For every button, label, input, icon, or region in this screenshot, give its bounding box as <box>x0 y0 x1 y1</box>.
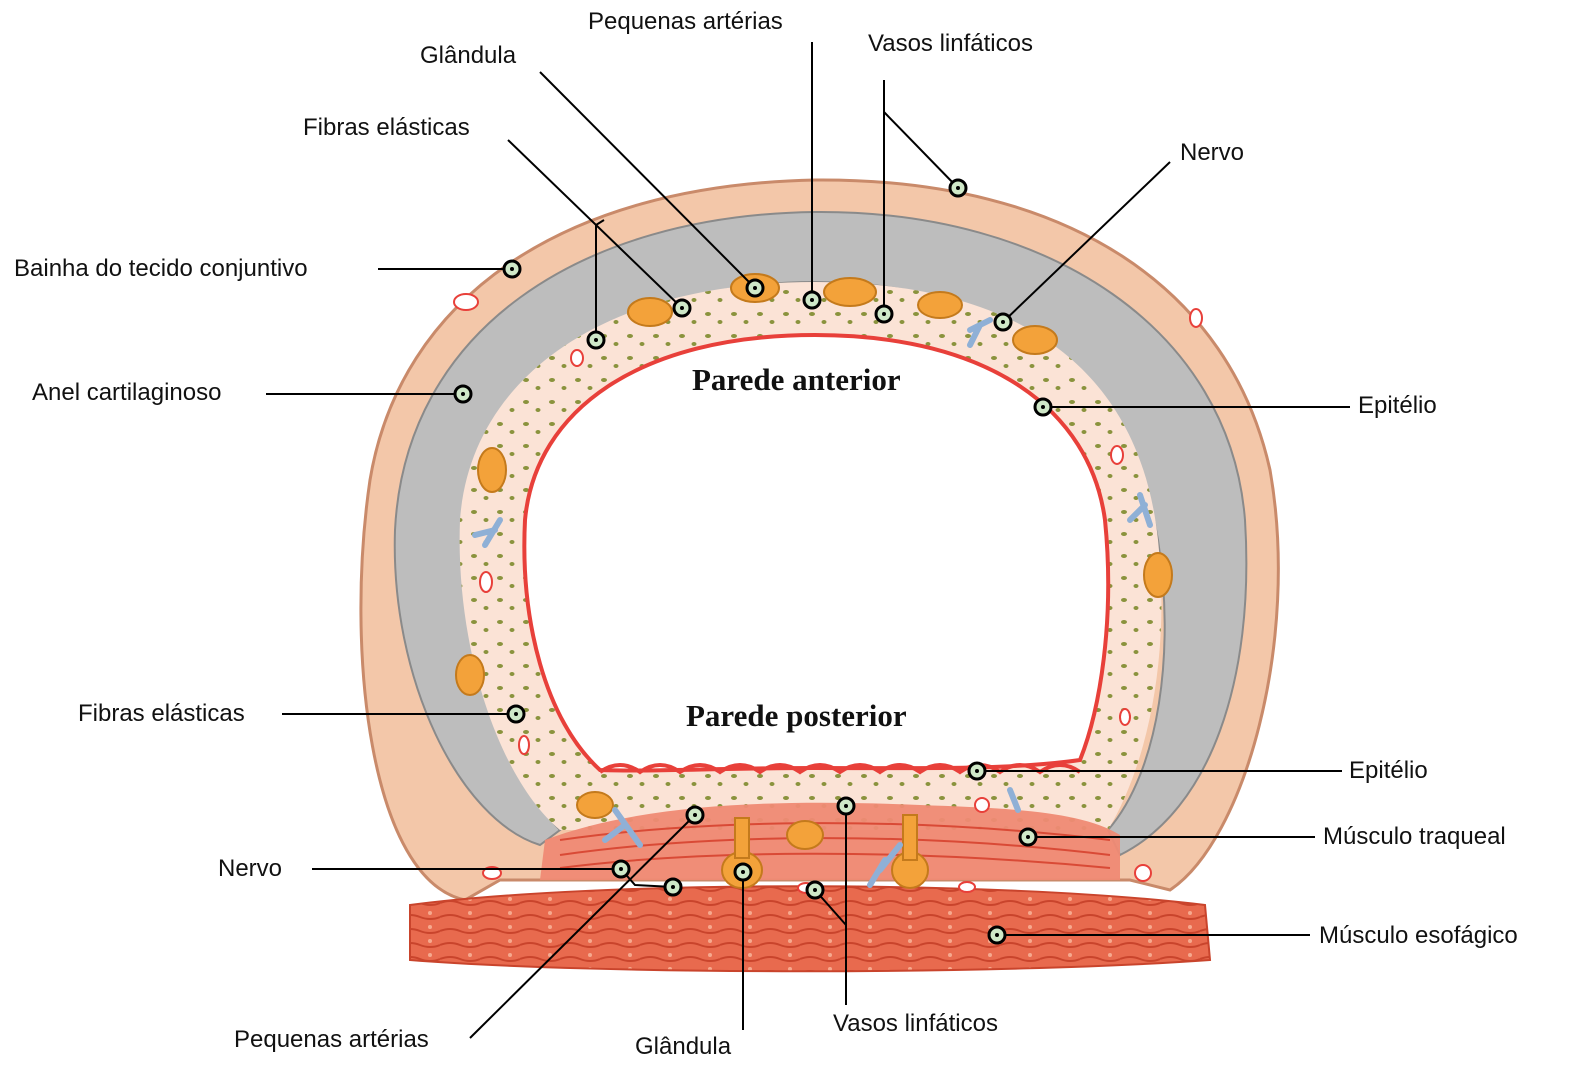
label-cartilage-ring: Anel cartilaginoso <box>32 381 221 405</box>
label-nerve-top: Nervo <box>1180 141 1244 165</box>
label-lymphatics-top: Vasos linfáticos <box>868 32 1033 56</box>
label-gland-bottom: Glândula <box>635 1035 731 1059</box>
label-connective-sheath: Bainha do tecido conjuntivo <box>14 257 308 281</box>
anterior-wall-title: Parede anterior <box>692 364 901 395</box>
esophageal-muscle-shape <box>410 886 1210 971</box>
label-elastic-fibers-bottom: Fibras elásticas <box>78 702 245 726</box>
label-small-arteries-top: Pequenas artérias <box>588 10 783 34</box>
label-gland-top: Glândula <box>420 44 516 68</box>
posterior-wall-title: Parede posterior <box>686 700 907 731</box>
label-small-arteries-bottom: Pequenas artérias <box>234 1028 429 1052</box>
label-epithelium-top: Epitélio <box>1358 394 1437 418</box>
label-epithelium-bottom: Epitélio <box>1349 759 1428 783</box>
label-trachealis-muscle: Músculo traqueal <box>1323 825 1506 849</box>
label-elastic-fibers-top: Fibras elásticas <box>303 116 470 140</box>
label-nerve-bottom: Nervo <box>218 857 282 881</box>
label-lymphatics-bottom: Vasos linfáticos <box>833 1012 998 1036</box>
label-esophageal-muscle: Músculo esofágico <box>1319 924 1518 948</box>
